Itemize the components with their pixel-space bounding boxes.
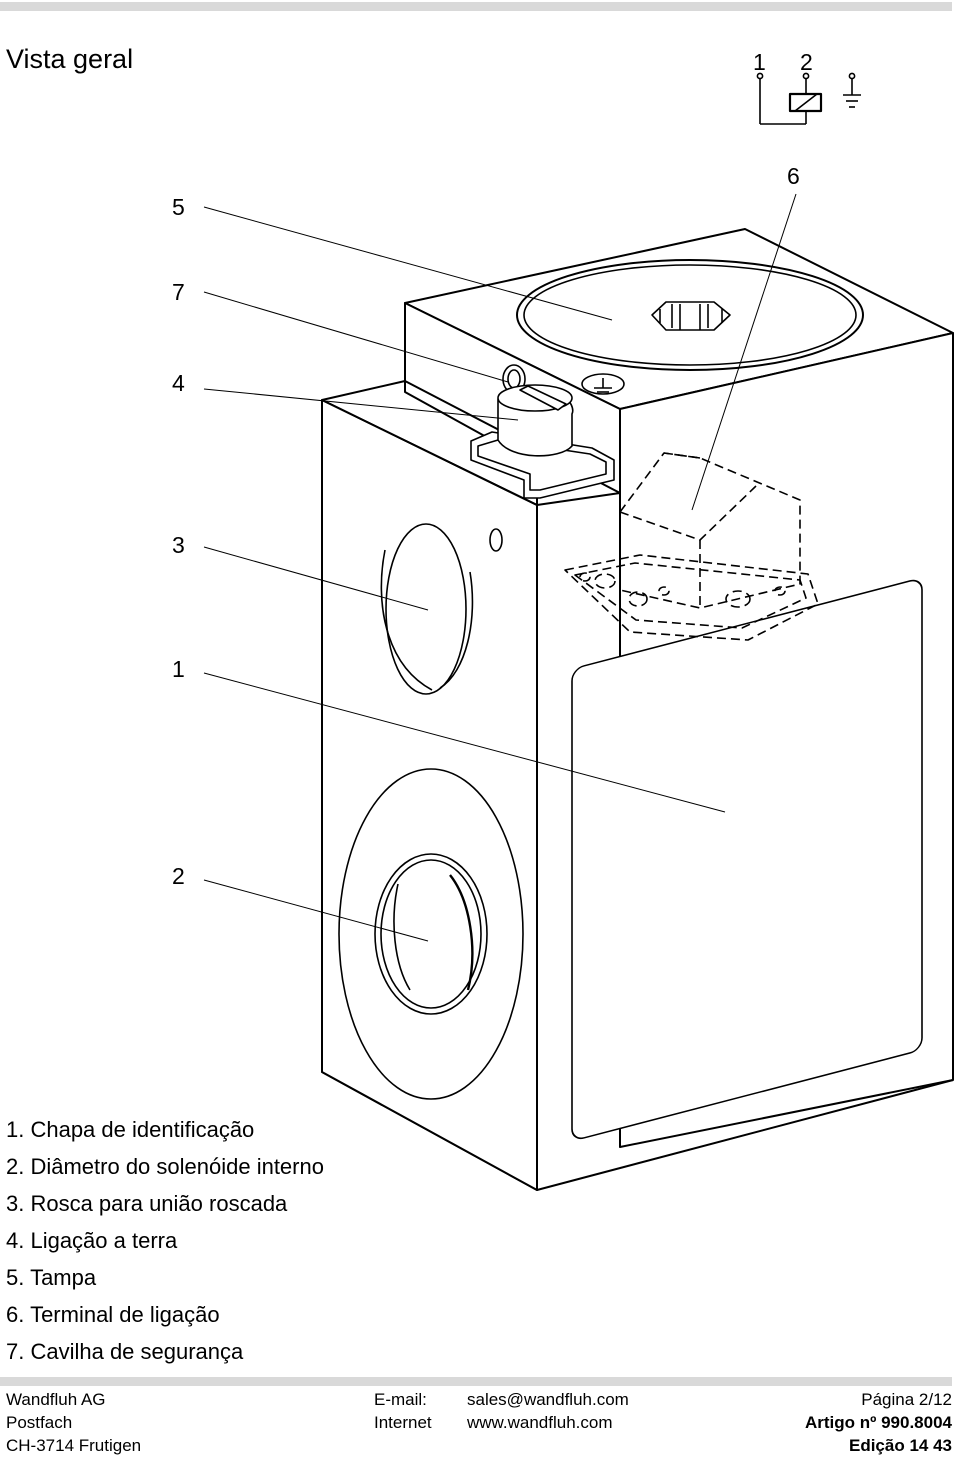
footer-rule xyxy=(0,1377,952,1386)
postfach: Postfach xyxy=(6,1413,73,1432)
legend-item: 1. Chapa de identificação xyxy=(6,1117,255,1142)
page-number: Página 2/12 xyxy=(861,1390,952,1409)
callout-2: 2 xyxy=(172,863,185,889)
callout-7: 7 xyxy=(172,279,185,305)
solenoid-electrical-symbol xyxy=(756,72,861,125)
footer: Wandfluh AG E-mail: sales@wandfluh.com P… xyxy=(0,1390,952,1459)
company-name: Wandfluh AG xyxy=(6,1390,106,1409)
header-rule xyxy=(0,2,952,11)
website-link[interactable]: www.wandfluh.com xyxy=(467,1413,613,1432)
internet-label: Internet xyxy=(374,1413,432,1432)
legend-item: 7. Cavilha de segurança xyxy=(6,1339,244,1364)
email-link[interactable]: sales@wandfluh.com xyxy=(467,1390,629,1409)
knob xyxy=(470,384,615,499)
symbol-pin-2: 2 xyxy=(800,49,813,75)
legend-item: 5. Tampa xyxy=(6,1265,97,1290)
callout-4: 4 xyxy=(172,370,185,396)
callout-6: 6 xyxy=(787,163,800,189)
callout-5: 5 xyxy=(172,194,185,220)
email-label: E-mail: xyxy=(374,1390,427,1409)
callout-1: 1 xyxy=(172,656,185,682)
symbol-pin-1: 1 xyxy=(753,49,766,75)
article-number: Artigo nº 990.8004 xyxy=(805,1413,952,1432)
legend-item: 2. Diâmetro do solenóide interno xyxy=(6,1154,324,1179)
legend-item: 3. Rosca para união roscada xyxy=(6,1191,288,1216)
callout-3: 3 xyxy=(172,532,185,558)
city: CH-3714 Frutigen xyxy=(6,1436,142,1455)
legend-item: 6. Terminal de ligação xyxy=(6,1302,220,1327)
legend-item: 4. Ligação a terra xyxy=(6,1228,178,1253)
legend-list: 1. Chapa de identificação 2. Diâmetro do… xyxy=(6,1111,324,1370)
leader-lines xyxy=(203,193,797,942)
edition: Edição 14 43 xyxy=(848,1436,952,1455)
page-title: Vista geral xyxy=(6,44,134,75)
